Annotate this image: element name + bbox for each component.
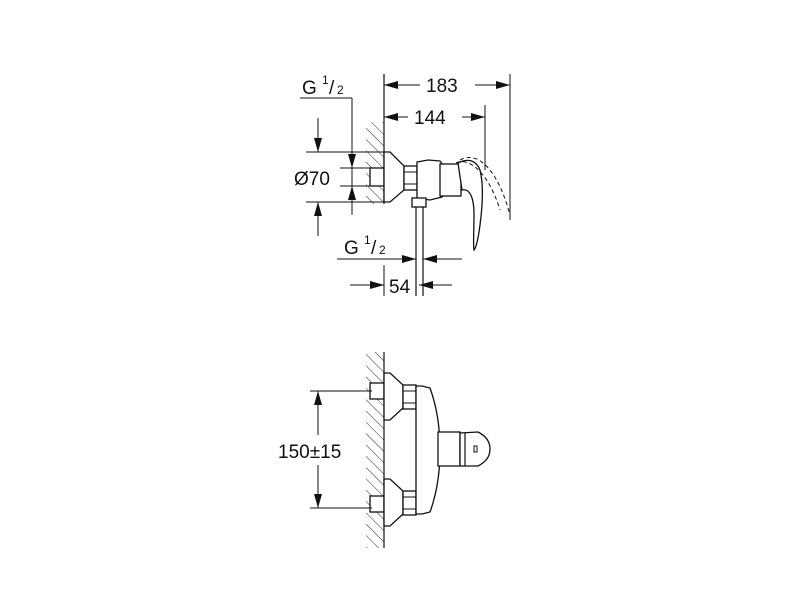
inlet-stub-upper [369,382,385,400]
dim-diameter: Ø70 [294,118,384,236]
body-depth-label: 144 [414,108,446,129]
side-view: 183 144 G 1 / 2 [294,73,511,298]
thread-top-prefix: G [302,78,317,99]
mixer-body-front [415,385,441,515]
thread-bottom-slash: / [371,238,377,259]
thread-bottom-numerator: 1 [364,233,371,247]
dim-thread-bottom: G 1 / 2 [337,233,462,263]
cartridge-housing [439,163,462,197]
dim-thread-top: G 1 / 2 [300,73,356,215]
dim-center-distance: 150±15 [278,390,372,509]
outlet-nut [411,197,427,208]
overall-depth-label: 183 [426,76,458,97]
lever-neck [437,431,461,467]
wall-section-bottom [366,352,385,548]
escutcheon-top [383,151,405,203]
lever-knob [459,431,491,467]
inlet-stub-lower [369,495,385,513]
escutcheon-upper [383,372,404,421]
thread-bottom-denominator: 2 [379,243,386,257]
nut-lower [402,490,417,516]
nut-top [403,165,418,191]
dim-overall-depth: 183 [384,74,511,220]
thread-top-numerator: 1 [322,73,329,87]
diameter-label: Ø70 [294,169,330,190]
lever-handle [457,159,483,252]
dim-body-depth: 144 [384,105,486,170]
thread-top-slash: / [329,78,335,99]
nut-upper [402,384,417,410]
dim-outlet-offset: 54 [350,265,452,298]
thread-bottom-prefix: G [344,238,359,259]
front-view: 150±15 [278,352,491,548]
inlet-stub [369,167,385,187]
escutcheon-lower [383,478,404,527]
thread-top-denominator: 2 [337,83,344,97]
outlet-offset-label: 54 [389,277,411,298]
center-distance-label: 150±15 [278,442,341,463]
